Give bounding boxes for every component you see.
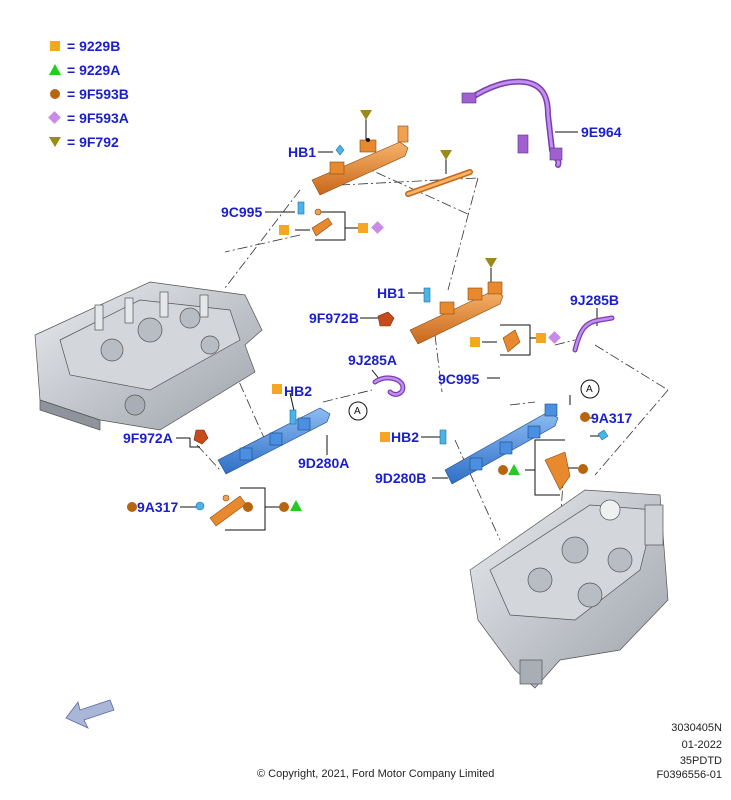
brown-circle-icon	[498, 465, 508, 475]
legend-label: = 9229A	[67, 62, 121, 78]
callout-9c995-left: 9C995	[221, 204, 263, 220]
ref-label-a-right: A	[586, 384, 593, 395]
purple-diamond-icon	[48, 111, 62, 125]
ref-circle-a-right-shape	[580, 379, 600, 399]
orange-square-icon	[470, 337, 480, 347]
brown-circle-icon	[127, 502, 137, 512]
orange-square-icon	[279, 225, 289, 235]
callout-9j285a: 9J285A	[348, 352, 398, 368]
green-triangle-icon	[48, 63, 62, 77]
engine-cylinder-head-right	[469, 489, 669, 689]
olive-triangle-down-icon	[48, 135, 62, 149]
ref-circle-a-left-shape	[348, 401, 368, 421]
callout-9a317-right: 9A317	[591, 410, 633, 426]
green-triangle-icon	[290, 500, 302, 511]
leader-lines	[176, 118, 600, 531]
callout-9c995-right: 9C995	[438, 371, 480, 387]
brown-circle-icon	[580, 412, 590, 422]
fuel-tube-9j285a	[372, 375, 406, 397]
callout-9f972a: 9F972A	[123, 430, 173, 446]
fuel-rail-left-blue	[193, 407, 331, 475]
callout-hb2-right: HB2	[391, 429, 420, 445]
fuel-rail-middle-orange	[377, 281, 521, 353]
brown-circle-icon	[578, 464, 588, 474]
brown-circle-icon	[279, 502, 289, 512]
callout-9d280a: 9D280A	[298, 455, 350, 471]
olive-triangle-down-icon	[485, 258, 497, 268]
ref-label-a-left: A	[354, 406, 361, 417]
copyright-notice: © Copyright, 2021, Ford Motor Company Li…	[257, 768, 495, 780]
fuel-tube-9j285b	[572, 315, 615, 353]
fuel-tube-9e964	[461, 78, 563, 168]
orange-square-icon	[358, 223, 368, 233]
callout-9e964: 9E964	[581, 124, 622, 140]
diagram-date: 01-2022	[681, 739, 722, 751]
fuel-rail-upper-orange	[311, 125, 409, 196]
legend-label: = 9F593B	[67, 86, 129, 102]
callout-hb2-left: HB2	[284, 383, 313, 399]
callout-hb1-mid: HB1	[377, 285, 406, 301]
orange-square-icon	[48, 39, 62, 53]
brown-circle-icon	[243, 502, 253, 512]
orange-square-icon	[272, 384, 282, 394]
alignment-lines	[196, 164, 669, 541]
fuel-rail-right-blue	[439, 403, 609, 491]
callout-9j285b: 9J285B	[570, 292, 620, 308]
orange-square-icon	[380, 432, 390, 442]
engine-cylinder-head-left	[34, 281, 263, 431]
orange-square-icon	[536, 333, 546, 343]
legend-item-9229b: = 9229B	[48, 38, 120, 54]
legend-item-9229a: = 9229A	[48, 62, 120, 78]
diagram-code-2: 35PDTD	[679, 755, 722, 767]
fuel-pipe-highlight	[406, 170, 472, 196]
olive-triangle-down-icon	[440, 150, 452, 160]
legend-item-9f792: = 9F792	[48, 134, 119, 150]
figure-number: F0396556-01	[656, 769, 722, 781]
callout-9a317-left: 9A317	[137, 499, 179, 515]
legend-label: = 9F792	[67, 134, 119, 150]
callout-9d280b: 9D280B	[375, 470, 427, 486]
legend-item-9f593a: = 9F593A	[48, 110, 129, 126]
legend-label: = 9F593A	[67, 110, 129, 126]
injector-upper-left	[297, 201, 333, 237]
legend-label: = 9229B	[67, 38, 121, 54]
leader-dot	[366, 138, 370, 142]
direction-arrow-icon	[65, 699, 115, 729]
callout-hb1-top: HB1	[288, 144, 317, 160]
injector-lower-left	[195, 494, 247, 527]
brown-circle-icon	[48, 87, 62, 101]
callout-9f972b: 9F972B	[309, 310, 359, 326]
diagram-code-1: 3030405N	[671, 722, 722, 734]
green-triangle-icon	[508, 464, 520, 475]
legend-item-9f593b: = 9F593B	[48, 86, 129, 102]
olive-triangle-down-icon	[360, 110, 372, 120]
